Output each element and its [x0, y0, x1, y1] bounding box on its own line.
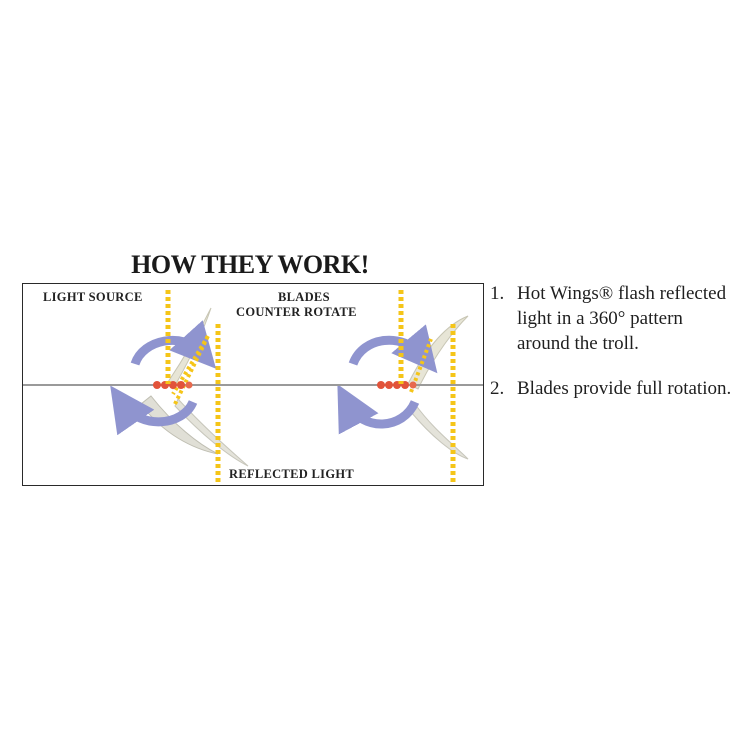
- counter-rotate-label: COUNTER ROTATE: [236, 305, 357, 319]
- light-columns: [165, 290, 456, 482]
- blades-label: BLADES: [278, 290, 330, 304]
- right-spinner: [337, 315, 469, 460]
- step-2-number: 2.: [490, 378, 505, 399]
- steps-list: 1. Hot Wings® flash reflected light in a…: [490, 281, 735, 421]
- step-1-text: Hot Wings® flash reflected light in a 36…: [517, 283, 727, 354]
- left-rotation-arrow-bottom: [110, 385, 198, 436]
- step-1: 1. Hot Wings® flash reflected light in a…: [490, 281, 735, 356]
- diagram-illustration: [23, 290, 483, 482]
- light-source-label: LIGHT SOURCE: [43, 290, 143, 304]
- step-2: 2. Blades provide full rotation.: [490, 376, 735, 401]
- left-rotation-arrow-top: [130, 320, 217, 369]
- step-2-text: Blades provide full rotation.: [517, 378, 732, 399]
- right-rotation-arrow-bottom: [337, 384, 420, 435]
- diagram-panel: LIGHT SOURCE BLADES COUNTER ROTATE REFLE…: [22, 283, 484, 486]
- left-blade-tail: [174, 398, 249, 467]
- right-blade-lower: [410, 403, 469, 460]
- step-1-number: 1.: [490, 283, 505, 304]
- reflected-light-label: REFLECTED LIGHT: [229, 467, 355, 481]
- diagram-title: HOW THEY WORK!: [131, 250, 369, 279]
- right-rotation-arrow-top: [348, 324, 438, 374]
- left-spinner: [110, 307, 249, 467]
